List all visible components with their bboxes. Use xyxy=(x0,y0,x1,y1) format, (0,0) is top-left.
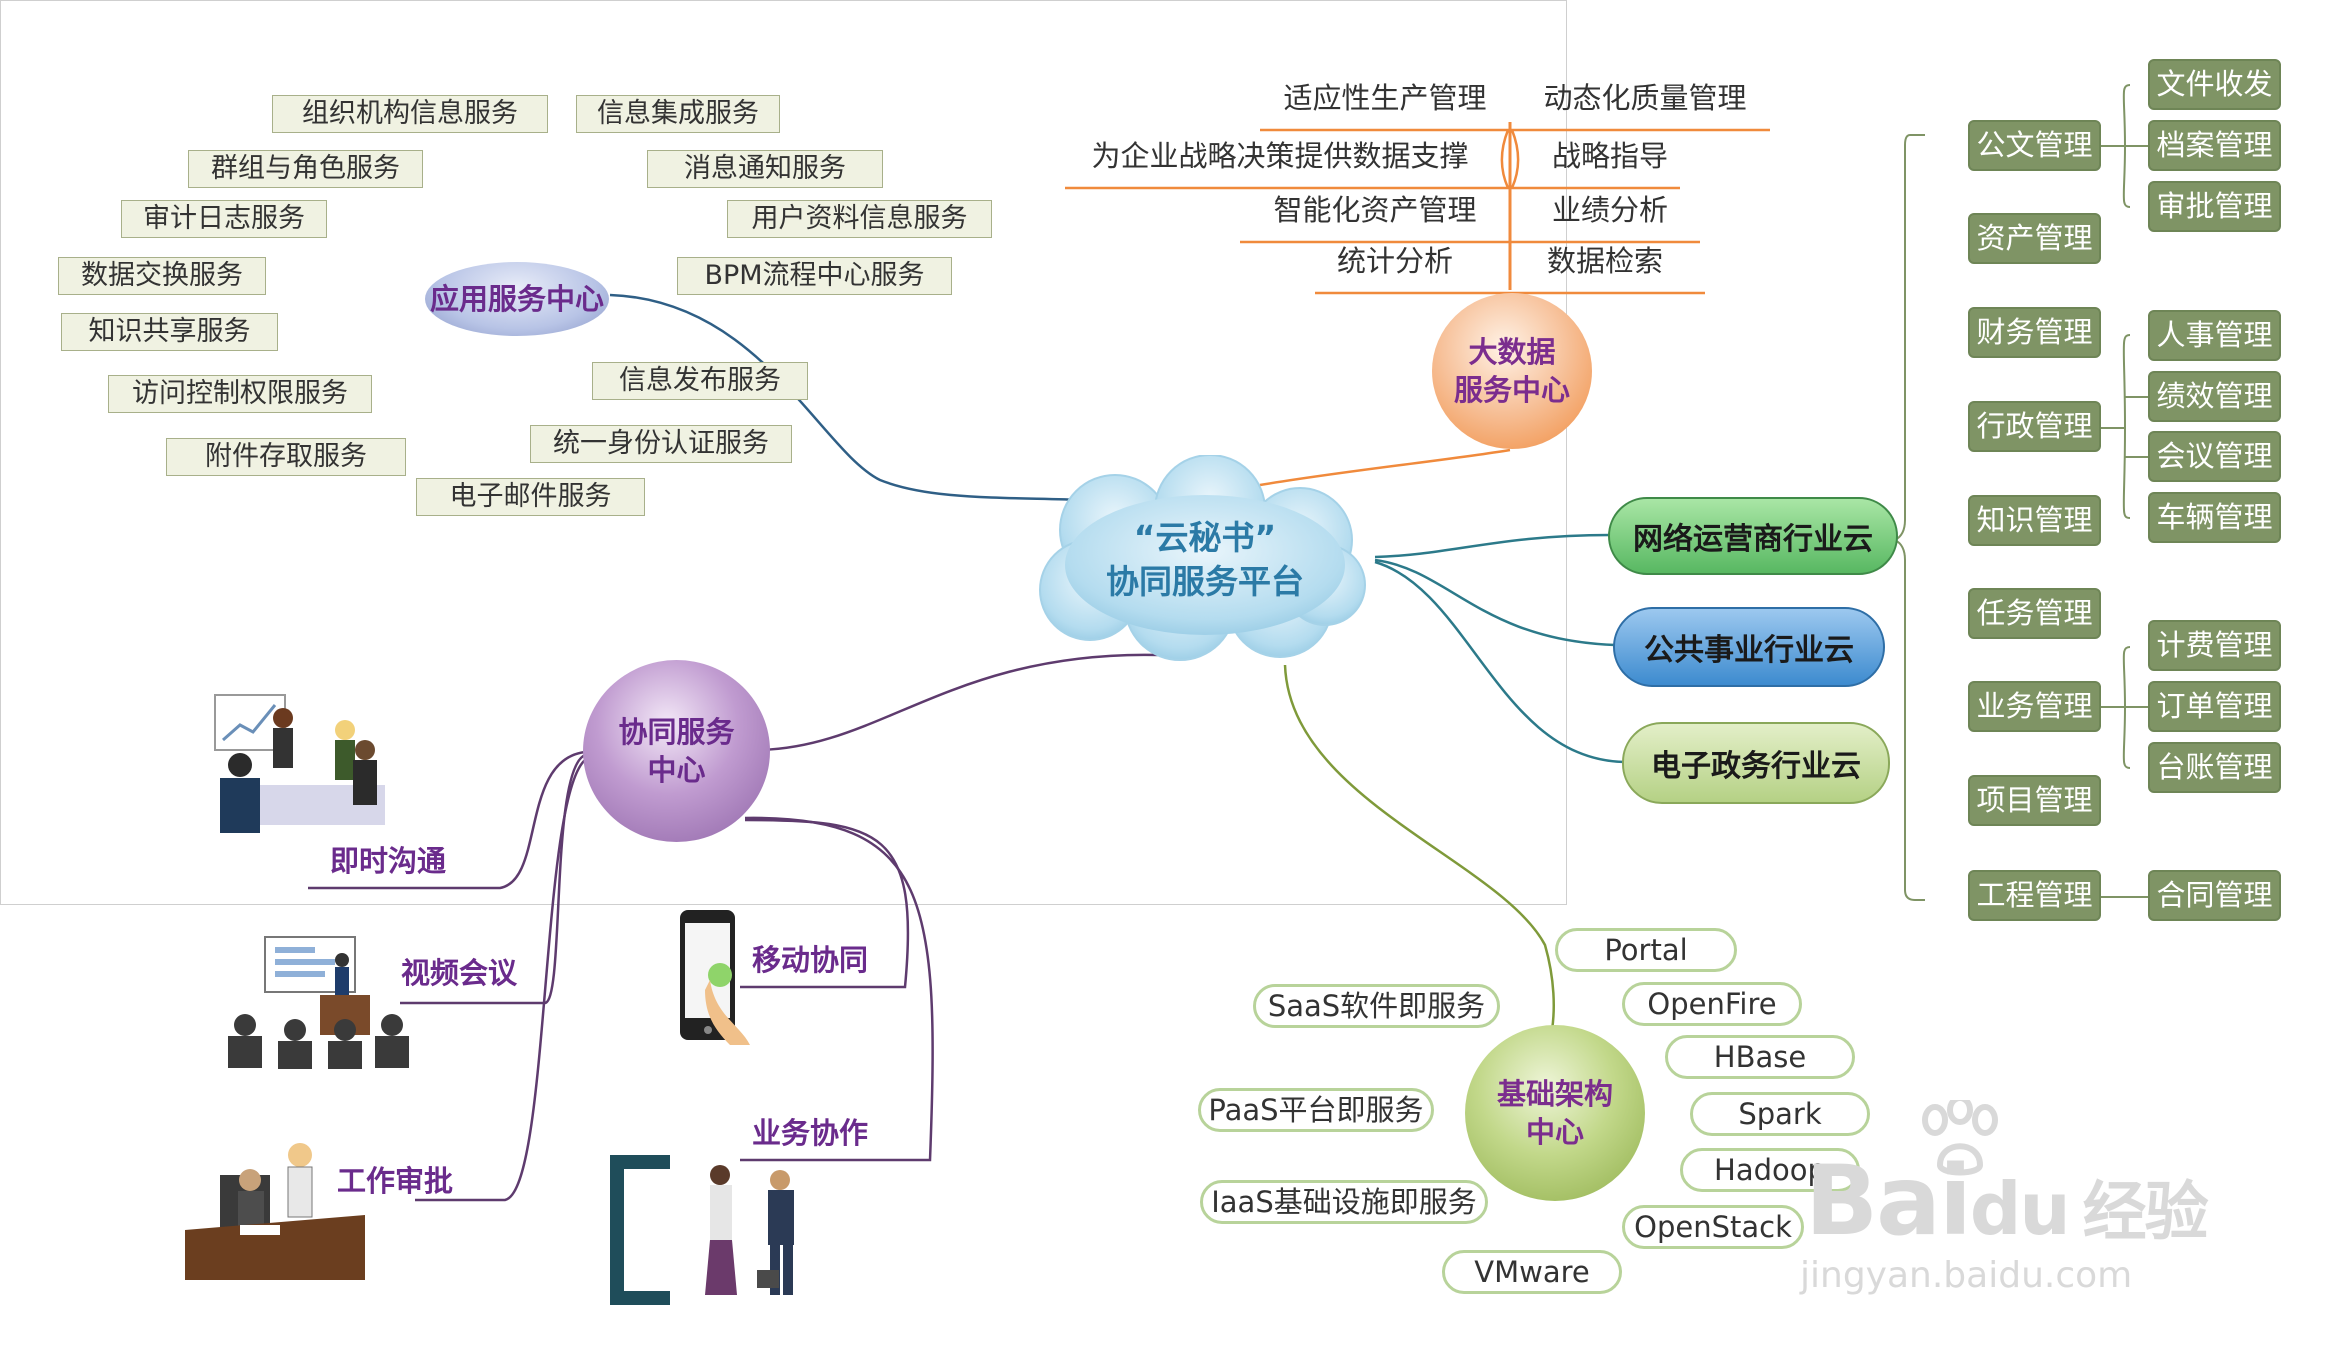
app-service: 信息发布服务 xyxy=(592,362,808,400)
mgmt-category: 行政管理 xyxy=(1968,401,2101,452)
paw-logo-icon xyxy=(1922,1100,1998,1176)
mgmt-category: 项目管理 xyxy=(1968,775,2101,826)
watermark-url: jingyan.baidu.com xyxy=(1800,1255,2133,1296)
infra-item: OpenStack xyxy=(1622,1205,1804,1249)
infra-item: IaaS基础设施即服务 xyxy=(1200,1180,1488,1224)
mobile-phone-illustration-icon xyxy=(680,910,750,1045)
mgmt-category: 公文管理 xyxy=(1968,120,2101,171)
infra-center-node: 基础架构 中心 xyxy=(1465,1025,1645,1201)
infra-center-line1: 基础架构 xyxy=(1496,1077,1613,1111)
infra-item: Portal xyxy=(1555,928,1737,972)
infra-item: VMware xyxy=(1442,1250,1622,1294)
bigdata-item: 适应性生产管理 xyxy=(1283,81,1487,115)
app-service: 组织机构信息服务 xyxy=(272,95,548,133)
infra-item: SaaS软件即服务 xyxy=(1253,984,1500,1028)
meeting-illustration-icon xyxy=(214,694,385,833)
bigdata-item: 为企业战略决策提供数据支撑 xyxy=(1091,139,1469,173)
app-service: BPM流程中心服务 xyxy=(677,257,952,295)
app-service: 信息集成服务 xyxy=(576,95,780,133)
mgmt-sub-item: 订单管理 xyxy=(2148,681,2281,732)
app-center-label: 应用服务中心 xyxy=(429,282,604,316)
app-service: 用户资料信息服务 xyxy=(727,200,992,238)
app-service: 附件存取服务 xyxy=(166,438,406,476)
platform-cloud-icon xyxy=(1039,455,1366,661)
industry-cloud-telecom: 网络运营商行业云 xyxy=(1608,497,1898,575)
infra-item: Hadoop xyxy=(1680,1148,1860,1192)
bigdata-item: 动态化质量管理 xyxy=(1543,81,1747,115)
collab-item-mobile: 移动协同 xyxy=(752,943,869,977)
app-service: 审计日志服务 xyxy=(121,200,327,238)
app-service: 知识共享服务 xyxy=(61,313,278,351)
app-service: 电子邮件服务 xyxy=(416,478,645,516)
bigdata-item: 统计分析 xyxy=(1336,244,1453,278)
bigdata-center-node: 大数据 服务中心 xyxy=(1432,293,1592,449)
mgmt-category: 财务管理 xyxy=(1968,307,2101,358)
work-approval-illustration-icon xyxy=(185,1143,365,1280)
mgmt-category: 工程管理 xyxy=(1968,870,2101,921)
mgmt-sub-item: 文件收发 xyxy=(2148,59,2281,110)
collab-center-node: 协同服务 中心 xyxy=(583,660,770,842)
mgmt-sub-item: 人事管理 xyxy=(2148,310,2281,361)
watermark-du: du xyxy=(1969,1167,2071,1251)
platform-line2: 协同服务平台 xyxy=(1106,562,1304,601)
business-people-illustration-icon xyxy=(705,1165,794,1295)
infra-item: Spark xyxy=(1690,1092,1870,1136)
mgmt-category: 资产管理 xyxy=(1968,213,2101,264)
collab-center-line1: 协同服务 xyxy=(618,715,735,749)
mgmt-category: 知识管理 xyxy=(1968,495,2101,546)
bigdata-item: 数据检索 xyxy=(1546,244,1663,278)
industry-cloud-egov: 电子政务行业云 xyxy=(1622,722,1890,804)
app-service: 访问控制权限服务 xyxy=(108,375,372,413)
infra-item: PaaS平台即服务 xyxy=(1198,1088,1434,1132)
watermark-bai: Bai xyxy=(1805,1145,1972,1257)
collab-item-video: 视频会议 xyxy=(401,956,518,990)
collab-center-line2: 中心 xyxy=(647,753,706,787)
platform-line1: “云秘书” xyxy=(1133,518,1277,557)
mgmt-sub-item: 合同管理 xyxy=(2148,870,2281,921)
app-service: 消息通知服务 xyxy=(647,150,883,188)
infra-item: HBase xyxy=(1665,1035,1855,1079)
infra-center-line2: 中心 xyxy=(1525,1115,1584,1149)
mgmt-category: 业务管理 xyxy=(1968,681,2101,732)
bigdata-center-line1: 大数据 xyxy=(1468,335,1556,369)
watermark-cn: 经验 xyxy=(2082,1176,2209,1250)
app-service: 群组与角色服务 xyxy=(188,150,423,188)
bigdata-item: 智能化资产管理 xyxy=(1273,193,1477,227)
platform-center-label: “云秘书” 协同服务平台 xyxy=(1070,510,1340,610)
canvas-frame xyxy=(0,0,1567,905)
video-conference-illustration-icon xyxy=(228,936,409,1069)
infra-item: OpenFire xyxy=(1622,982,1802,1026)
mgmt-sub-item: 会议管理 xyxy=(2148,431,2281,482)
collab-item-business: 业务协作 xyxy=(752,1116,869,1150)
mgmt-sub-item: 审批管理 xyxy=(2148,181,2281,232)
bigdata-item: 业绩分析 xyxy=(1551,193,1668,227)
industry-cloud-public: 公共事业行业云 xyxy=(1613,607,1885,687)
bigdata-item: 战略指导 xyxy=(1551,139,1668,173)
mgmt-category: 任务管理 xyxy=(1968,588,2101,639)
collab-item-im: 即时沟通 xyxy=(330,844,447,878)
collab-item-approval: 工作审批 xyxy=(337,1164,454,1198)
mgmt-sub-item: 车辆管理 xyxy=(2148,492,2281,543)
mgmt-sub-item: 计费管理 xyxy=(2148,620,2281,671)
mgmt-sub-item: 台账管理 xyxy=(2148,742,2281,793)
app-center-node: 应用服务中心 xyxy=(425,262,609,336)
bigdata-center-line2: 服务中心 xyxy=(1453,373,1570,407)
app-service: 统一身份认证服务 xyxy=(530,425,792,463)
app-service: 数据交换服务 xyxy=(58,257,266,295)
mgmt-sub-item: 档案管理 xyxy=(2148,120,2281,171)
mgmt-sub-item: 绩效管理 xyxy=(2148,371,2281,422)
